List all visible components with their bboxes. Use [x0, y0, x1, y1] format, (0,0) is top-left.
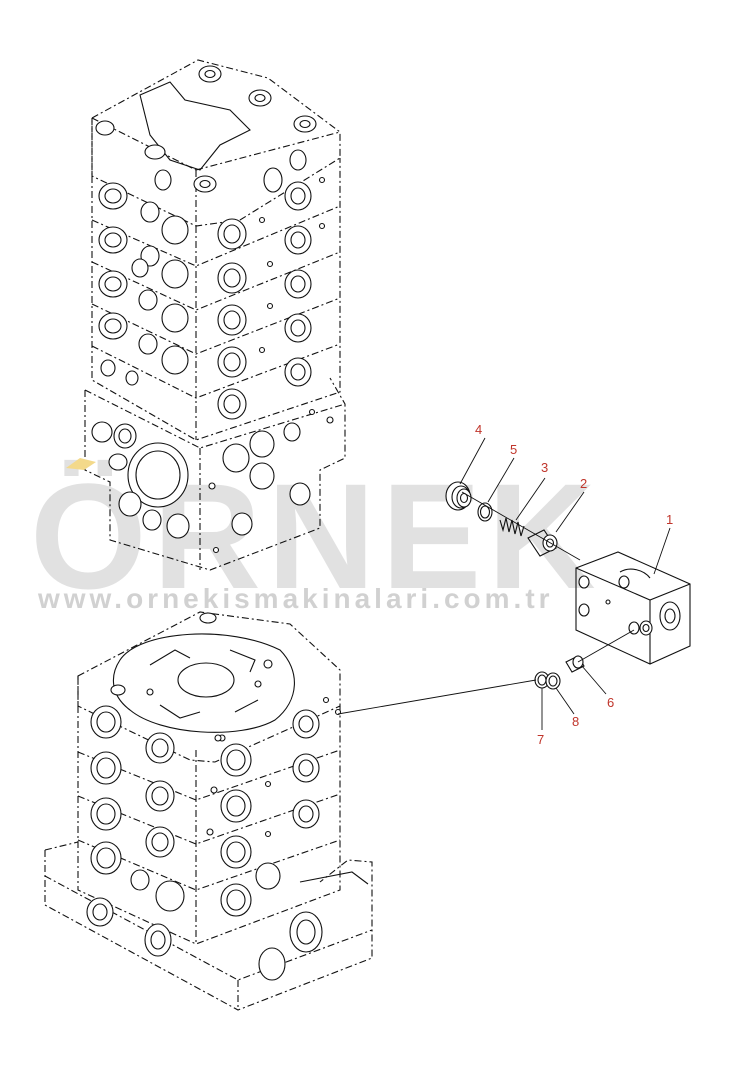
part-4-plug — [445, 481, 472, 511]
leader-1 — [653, 527, 671, 575]
assembly-line-upper — [461, 491, 581, 561]
upper-valve-end-block — [84, 377, 346, 571]
assembly-line-lower — [337, 679, 537, 715]
callout-7: 7 — [537, 732, 544, 747]
callout-6: 6 — [607, 695, 614, 710]
leader-4 — [459, 437, 486, 485]
callout-5: 5 — [510, 442, 517, 457]
leader-5 — [487, 457, 515, 503]
part-8-o-ring — [545, 672, 561, 690]
lower-valve-sections — [77, 696, 342, 945]
exploded-parts: 1 2 3 4 5 6 7 8 — [337, 422, 691, 747]
assembly-line-plug — [577, 629, 635, 663]
watermark-url: www.ornekismakinalari.com.tr — [37, 583, 554, 614]
part-1-valve-block — [575, 551, 691, 665]
leader-2 — [555, 491, 585, 533]
leader-6 — [581, 665, 607, 695]
callout-2: 2 — [580, 476, 587, 491]
logo-accent-shape — [66, 458, 96, 470]
upper-valve-sections — [91, 158, 341, 441]
upper-control-valve — [84, 59, 346, 571]
callout-1: 1 — [666, 512, 673, 527]
leader-8 — [555, 687, 575, 715]
leader-3 — [515, 477, 546, 521]
part-5-o-ring — [477, 502, 493, 522]
part-2-spool — [527, 529, 558, 557]
lower-valve-base — [44, 841, 373, 1011]
callout-3: 3 — [541, 460, 548, 475]
callout-8: 8 — [572, 714, 579, 729]
part-6-small-plug — [565, 655, 585, 673]
callout-4: 4 — [475, 422, 482, 437]
watermark-logo: ÖRNEK www.ornekismakinalari.com.tr — [30, 452, 596, 620]
lower-control-valve — [44, 611, 373, 1011]
part-3-spring — [499, 517, 525, 537]
